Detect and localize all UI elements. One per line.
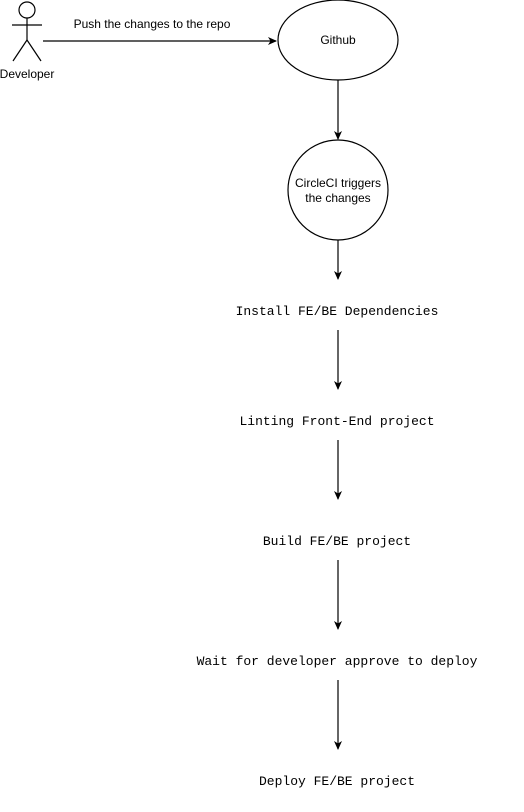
step-build-label: Build FE/BE project [263, 534, 411, 549]
circleci-label-line1: CircleCI triggers [295, 176, 381, 190]
actor-left-leg [12, 39, 28, 62]
github-label: Github [320, 33, 356, 47]
push-edge-label: Push the changes to the repo [74, 17, 231, 31]
developer-actor: Developer [0, 1, 54, 81]
step-approve-label: Wait for developer approve to deploy [197, 654, 478, 669]
step-linting-label: Linting Front-End project [239, 414, 434, 429]
circleci-circle [287, 139, 389, 241]
step-install-label: Install FE/BE Dependencies [236, 304, 439, 319]
actor-right-leg [26, 39, 42, 62]
node-circleci: CircleCI triggers the changes [287, 139, 389, 241]
actor-label: Developer [0, 67, 54, 81]
step-deploy-label: Deploy FE/BE project [259, 774, 415, 789]
edge-push: Push the changes to the repo [43, 17, 277, 45]
circleci-label-line2: the changes [305, 191, 370, 205]
node-github: Github [277, 0, 399, 81]
actor-head [18, 1, 36, 19]
